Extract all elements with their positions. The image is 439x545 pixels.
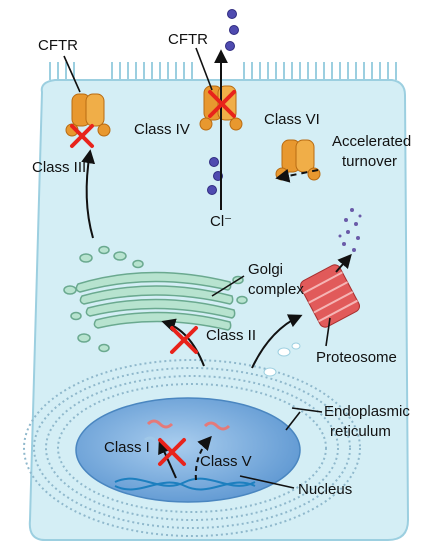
endoplasmic-reticulum — [23, 359, 361, 537]
label-accelerated-turnover-line1: Accelerated — [332, 133, 411, 150]
label-er-line1: Endoplasmic — [324, 403, 410, 420]
label-cftr-left: CFTR — [38, 37, 78, 54]
arrow-class-i — [158, 439, 177, 479]
microvilli — [49, 62, 397, 80]
label-class-vi: Class VI — [264, 111, 320, 128]
dna-helix — [114, 477, 256, 491]
label-accelerated-turnover-line2: turnover — [342, 153, 397, 170]
nucleus — [75, 397, 301, 503]
block-x-class-i — [158, 438, 186, 466]
label-proteosome: Proteosome — [316, 349, 397, 366]
label-class-i: Class I — [104, 439, 150, 456]
leader-lines — [63, 47, 331, 489]
label-nucleus: Nucleus — [298, 481, 352, 498]
block-x-class-iii — [70, 124, 94, 148]
arrow-accelerated-turnover — [275, 168, 319, 183]
block-marks — [70, 90, 236, 466]
label-class-ii: Class II — [206, 327, 256, 344]
label-class-iv: Class IV — [134, 121, 190, 138]
label-golgi-line1: Golgi — [248, 261, 283, 278]
label-class-v: Class V — [200, 453, 252, 470]
label-chloride: Cl⁻ — [210, 213, 232, 230]
arrow-proteosome-to-fragments — [335, 253, 352, 273]
arrow-class-v — [194, 435, 212, 481]
chloride-ions — [207, 9, 239, 195]
er-vesicles — [263, 342, 301, 377]
arrow-golgi-to-membrane — [81, 149, 96, 239]
label-class-iii: Class III — [32, 159, 86, 176]
block-x-class-iv — [208, 90, 236, 118]
label-er-line2: reticulum — [330, 423, 391, 440]
arrow-to-proteosome — [251, 314, 303, 369]
block-x-class-ii — [170, 326, 198, 354]
label-golgi-line2: complex — [248, 281, 304, 298]
cftr-protein-class-iii — [65, 93, 111, 137]
proteosome — [299, 264, 361, 328]
label-cftr-top: CFTR — [168, 31, 208, 48]
mrna-strands — [144, 419, 231, 442]
peptide-fragments — [338, 208, 362, 252]
